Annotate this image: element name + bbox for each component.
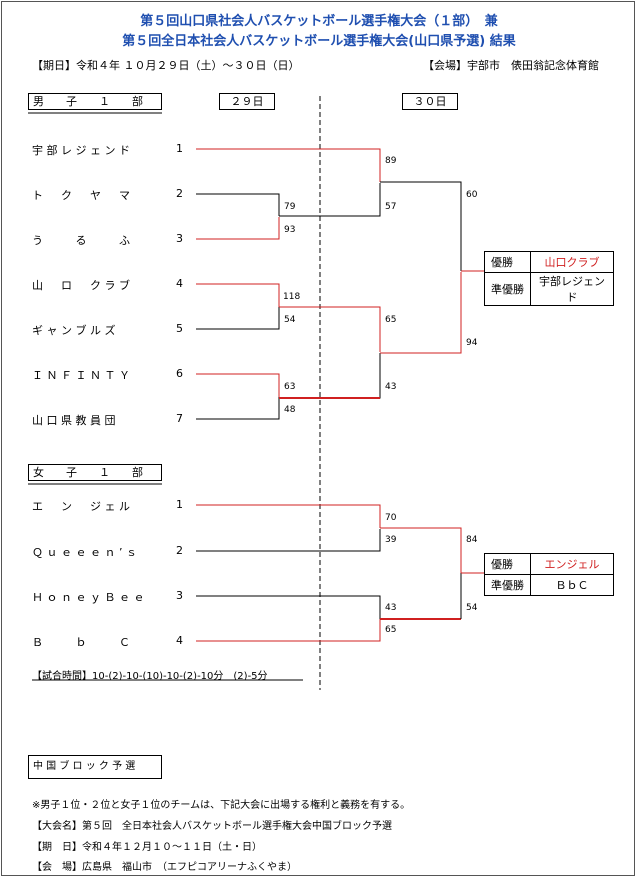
women-header: 女 子 １ 部 [28, 464, 162, 481]
men-runnerup: 宇部レジェンド [530, 272, 614, 306]
score: 118 [283, 292, 301, 302]
men-team-4: 山 ロ ク ラ ブ [32, 279, 130, 292]
women-seed-1: 1 [176, 498, 183, 511]
chugoku-note: ※男子１位・２位と女子１位のチームは、下記大会に出場する権利と義務を有する。 [32, 800, 411, 811]
score: 65 [385, 315, 397, 325]
score: 89 [385, 156, 397, 166]
score: 94 [466, 338, 478, 348]
men-seed-4: 4 [176, 277, 183, 290]
women-team-1: エ ン ジ ェ ル [32, 500, 130, 513]
title-line2: 第５回全日本社会人バスケットボール選手権大会(山口県予選) 結果 [122, 34, 516, 49]
score: 63 [284, 382, 296, 392]
men-team-7: 山 口 県 教 員 団 [32, 414, 116, 427]
men-team-5: ギ ャ ン ブ ル ズ [32, 324, 116, 337]
score: 65 [385, 625, 397, 635]
score: 48 [284, 405, 296, 415]
men-seed-1: 1 [176, 142, 183, 155]
women-champion: エンジェル [530, 553, 614, 575]
men-header: 男 子 １ 部 [28, 93, 162, 110]
men-seed-5: 5 [176, 322, 183, 335]
women-team-2: Ｑ ｕ ｅ ｅ ｅ ｎ ’ ｓ [32, 546, 137, 559]
women-seed-2: 2 [176, 544, 183, 557]
women-seed-4: 4 [176, 634, 183, 647]
period: 【期日】令和４年 １０月２９日（土）～３０日（日） [32, 59, 300, 72]
men-team-3: う る ふ [32, 234, 130, 247]
women-results-table: 優勝 エンジェル 準優勝 ＢｂＣ [484, 553, 614, 596]
game-time: 【試合時間】10-(2)-10-(10)-10-(2)-10分 (2)-5分 [32, 671, 268, 682]
men-seed-6: 6 [176, 367, 183, 380]
champion-label: 優勝 [484, 251, 531, 273]
men-seed-3: 3 [176, 232, 183, 245]
men-results-table: 優勝 山口クラブ 準優勝 宇部レジェンド [484, 251, 614, 306]
score: 57 [385, 202, 397, 212]
chugoku-name: 【大会名】第５回 全日本社会人バスケットボール選手権大会中国ブロック予選 [32, 821, 392, 832]
title-line1: 第５回山口県社会人バスケットボール選手権大会（１部） 兼 [140, 14, 498, 29]
chugoku-place: 【会 場】広島県 福山市 （エフピコアリーナふくやま） [32, 862, 297, 873]
champion-label: 優勝 [484, 553, 531, 575]
score: 39 [385, 535, 397, 545]
men-team-6: Ｉ Ｎ Ｆ Ｉ Ｎ Ｔ Ｙ [32, 369, 130, 382]
score: 60 [466, 190, 478, 200]
men-team-2: ト ク ヤ マ [32, 189, 130, 202]
score: 79 [284, 202, 296, 212]
score: 84 [466, 535, 478, 545]
chugoku-box: 中 国 ブ ロ ッ ク 予 選 [28, 755, 162, 779]
day2-label: ３０日 [402, 93, 458, 110]
runnerup-label: 準優勝 [484, 574, 531, 596]
chugoku-date: 【期 日】令和４年１２月１０～１１日（土・日） [32, 842, 262, 853]
score: 93 [284, 225, 296, 235]
women-seed-3: 3 [176, 589, 183, 602]
venue: 【会場】宇部市 俵田翁記念体育館 [423, 59, 599, 72]
men-champion: 山口クラブ [530, 251, 614, 273]
men-seed-7: 7 [176, 412, 183, 425]
women-team-3: Ｈ ｏ ｎ ｅ ｙ Ｂ ｅ ｅ [32, 591, 145, 604]
men-team-1: 宇 部 レ ジ ェ ン ド [32, 144, 130, 157]
runnerup-label: 準優勝 [484, 272, 531, 306]
women-runnerup: ＢｂＣ [530, 574, 614, 596]
score: 43 [385, 382, 397, 392]
score: 70 [385, 513, 397, 523]
score: 54 [466, 603, 478, 613]
score: 43 [385, 603, 397, 613]
men-seed-2: 2 [176, 187, 183, 200]
score: 54 [284, 315, 296, 325]
day1-label: ２９日 [219, 93, 275, 110]
women-team-4: Ｂ ｂ Ｃ [32, 636, 130, 649]
